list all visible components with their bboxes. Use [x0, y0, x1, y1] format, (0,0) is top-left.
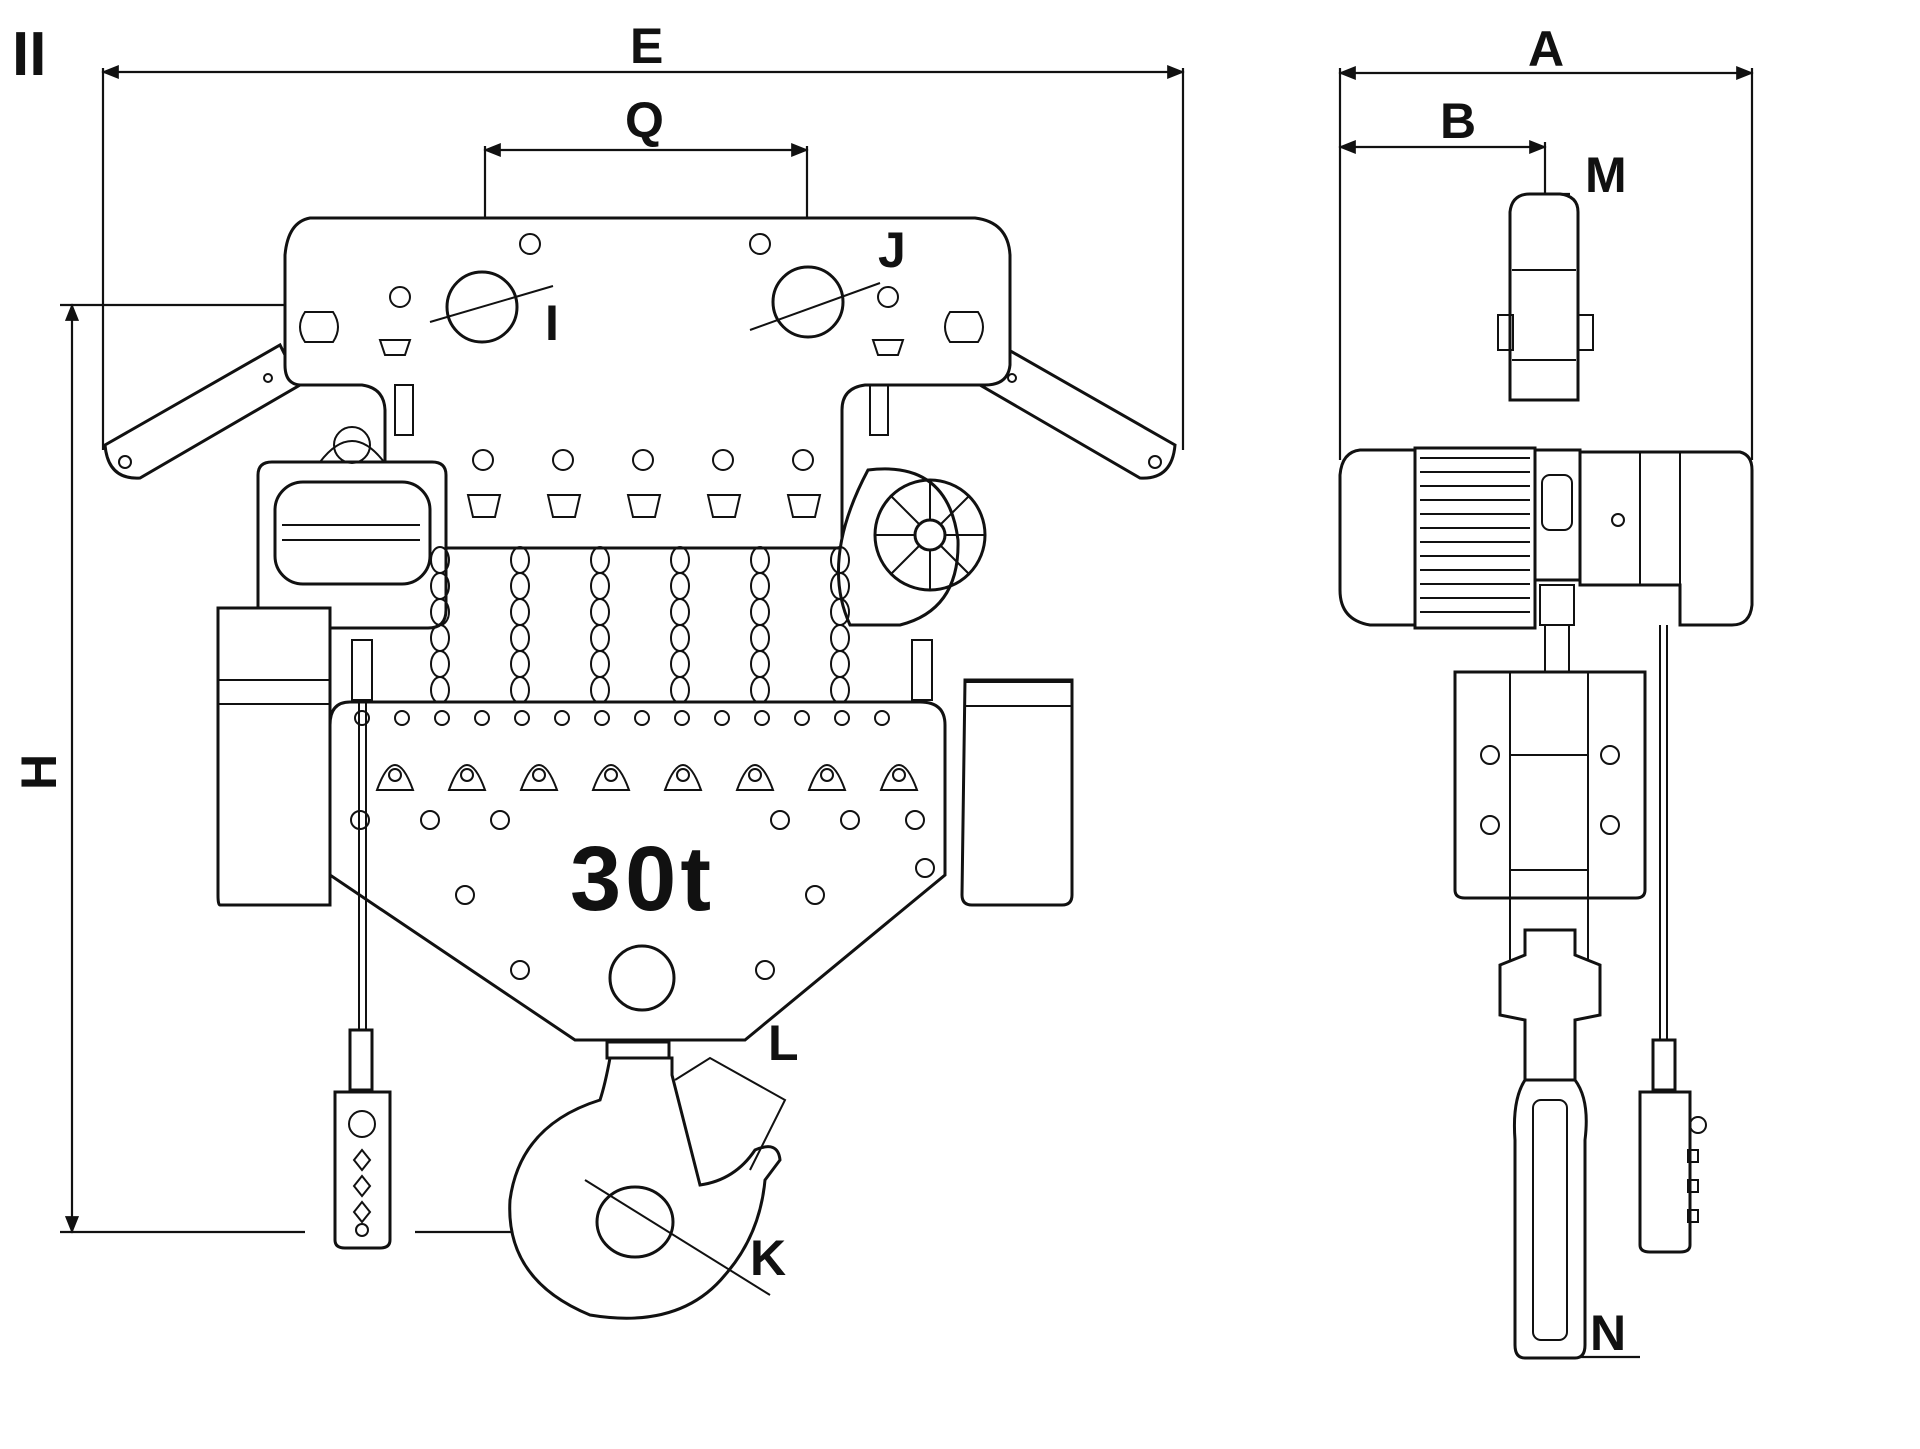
pendant-cable: [348, 700, 374, 1092]
side-view-hoist: [1338, 192, 1754, 1360]
trolley-side-plates: [103, 342, 1177, 480]
label-M: M: [1585, 147, 1627, 203]
dimension-E: E: [101, 18, 1185, 450]
dimension-A: A: [1338, 21, 1754, 460]
dimension-N: N: [1520, 1305, 1640, 1361]
label-H: H: [11, 754, 67, 790]
label-N: N: [1590, 1305, 1626, 1361]
view-marker: II: [12, 20, 46, 89]
label-K: K: [750, 1230, 786, 1286]
hook: [508, 1040, 787, 1320]
load-chains: [430, 546, 850, 704]
label-E: E: [630, 18, 663, 74]
label-L: L: [768, 1015, 799, 1071]
label-I: I: [545, 295, 559, 351]
label-J: J: [878, 222, 906, 278]
label-Q: Q: [625, 92, 664, 148]
capacity-label: 30t: [570, 828, 715, 930]
label-A: A: [1528, 21, 1564, 77]
dimension-B: B: [1338, 93, 1547, 200]
label-B: B: [1440, 93, 1476, 149]
left-motor: [216, 426, 448, 907]
hook-block: 30t: [328, 700, 947, 1042]
pendant-control[interactable]: [333, 1090, 392, 1250]
side-pendant-control[interactable]: [1638, 1090, 1707, 1254]
right-motor: [836, 467, 1074, 907]
